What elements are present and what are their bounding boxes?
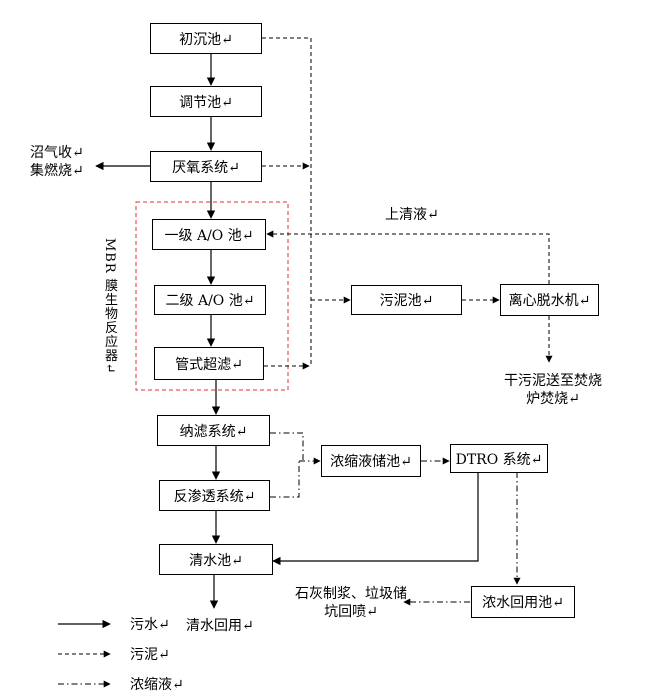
- node-ao2: 二级 A/O 池↵: [154, 285, 266, 315]
- legend-sewage: 污水↵: [130, 617, 170, 633]
- label-dry-sludge-line2: 炉焚烧↵: [526, 390, 580, 407]
- node-regulating-label: 调节池↵: [179, 94, 233, 111]
- node-dtro: DTRO 系统↵: [450, 444, 548, 473]
- node-primary-settling: 初沉池↵: [150, 23, 262, 54]
- node-concentrate-tank: 浓缩液储池↵: [321, 445, 421, 477]
- node-anaerobic: 厌氧系统↵: [150, 151, 262, 182]
- node-tubular-uf: 管式超滤↵: [154, 347, 264, 380]
- node-dtro-label: DTRO 系统↵: [455, 451, 543, 468]
- node-nf-label: 纳滤系统↵: [179, 423, 248, 440]
- node-anaerobic-label: 厌氧系统↵: [172, 159, 240, 176]
- mbr-boundary: [135, 201, 289, 391]
- node-nf: 纳滤系统↵: [157, 415, 270, 446]
- node-tubular-uf-label: 管式超滤↵: [175, 356, 243, 373]
- concentrate-flow-lines: [58, 432, 521, 688]
- node-sludge-tank: 污泥池↵: [351, 285, 462, 315]
- label-mbr: MBR 膜生物反应器↵: [102, 238, 117, 375]
- node-centrifuge: 离心脱水机↵: [500, 284, 599, 316]
- node-ro-label: 反渗透系统↵: [173, 488, 256, 505]
- label-lime-slurry: 石灰制浆、垃圾储 坑回喷↵: [293, 586, 409, 621]
- label-biogas: 沼气收↵ 集燃烧↵: [30, 145, 84, 180]
- label-clear-reuse: 清水回用↵: [186, 618, 254, 634]
- node-regulating: 调节池↵: [150, 86, 262, 117]
- node-ao2-label: 二级 A/O 池↵: [165, 293, 255, 309]
- sewage-flow-lines: [58, 54, 479, 629]
- node-ro: 反渗透系统↵: [159, 480, 270, 511]
- node-clear-tank: 清水池↵: [159, 544, 273, 575]
- label-biogas-line1: 沼气收↵: [30, 145, 84, 161]
- label-supernatant: 上清液↵: [385, 207, 439, 223]
- node-sludge-tank-label: 污泥池↵: [379, 293, 434, 309]
- label-lime-line1: 石灰制浆、垃圾储: [295, 586, 407, 602]
- legend-sludge: 污泥↵: [130, 647, 170, 663]
- node-centrifuge-label: 离心脱水机↵: [508, 293, 591, 309]
- node-primary-settling-label: 初沉池↵: [179, 31, 233, 48]
- node-concentrate-tank-label: 浓缩液储池↵: [330, 454, 412, 470]
- label-lime-line2: 坑回喷↵: [324, 603, 378, 620]
- concentrate-nf-branch: [270, 432, 304, 461]
- node-concentrate-reuse-label: 浓水回用池↵: [482, 595, 564, 611]
- label-dry-sludge-line1: 干污泥送至焚烧: [504, 373, 602, 389]
- node-concentrate-reuse: 浓水回用池↵: [471, 586, 575, 618]
- legend-concentrate: 浓缩液↵: [130, 677, 184, 693]
- node-ao1-label: 一级 A/O 池↵: [164, 227, 254, 244]
- label-biogas-line2: 集燃烧↵: [30, 162, 84, 179]
- arrow-dtro-to-clear: [272, 472, 479, 566]
- concentrate-ro-branch: [270, 461, 300, 498]
- label-dry-sludge: 干污泥送至焚烧 炉焚烧↵: [494, 373, 612, 408]
- sludge-flow-lines: [58, 37, 553, 658]
- supernatant-return: [266, 230, 550, 284]
- node-clear-tank-label: 清水池↵: [189, 552, 243, 569]
- node-ao1: 一级 A/O 池↵: [152, 219, 266, 250]
